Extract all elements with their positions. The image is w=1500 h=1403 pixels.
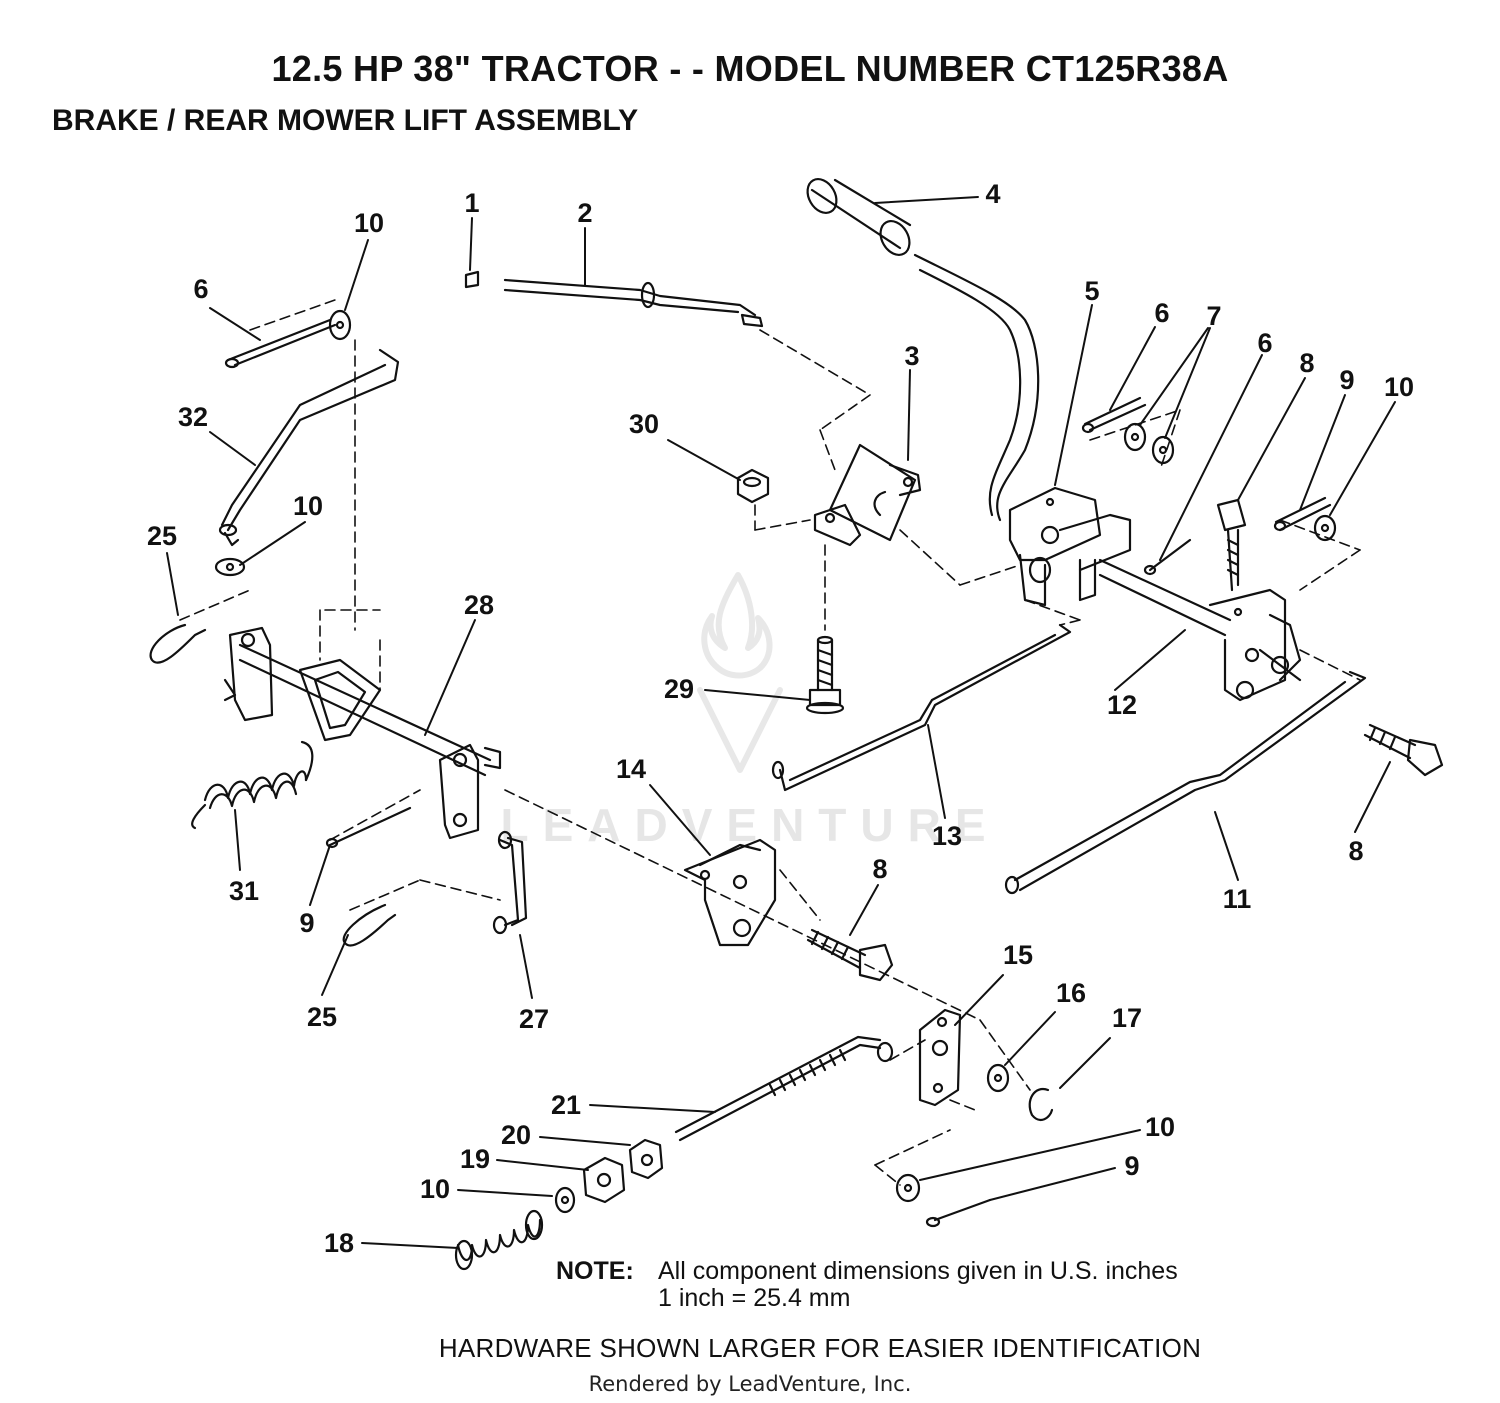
callout-9-b: 9 — [299, 908, 314, 938]
part-nut-20 — [628, 1138, 664, 1180]
part-bolt-8-right — [1363, 723, 1444, 777]
part-clip-17 — [1028, 1087, 1054, 1122]
callout-29: 29 — [664, 674, 694, 704]
callout-10-b: 10 — [293, 491, 323, 521]
part-plate-15 — [918, 1008, 962, 1107]
callout-5: 5 — [1084, 276, 1099, 306]
part-pin-9-left — [325, 806, 412, 849]
part-washer-10-top-left — [328, 309, 352, 341]
part-lift-shaft-28 — [223, 626, 502, 840]
part-washer-10-right — [1313, 514, 1337, 542]
callout-6-a: 6 — [193, 274, 208, 304]
callout-11: 11 — [1223, 884, 1252, 914]
part-rod-11 — [1004, 670, 1367, 895]
callout-15: 15 — [1003, 940, 1033, 970]
part-washers-7 — [1123, 422, 1175, 465]
part-rod-2 — [503, 278, 764, 328]
part-bracket-14 — [683, 838, 777, 947]
callout-20: 20 — [501, 1120, 531, 1150]
part-washer-10-left — [214, 557, 246, 577]
assembly-subtitle: BRAKE / REAR MOWER LIFT ASSEMBLY — [52, 104, 639, 137]
callout-4: 4 — [985, 179, 1000, 209]
part-rod-13 — [771, 623, 1072, 792]
callout-6-b: 6 — [1154, 298, 1169, 328]
callout-2: 2 — [577, 198, 592, 228]
callout-labels: 1 2 3 4 5 6 6 6 7 8 8 8 9 9 9 10 10 10 1… — [147, 179, 1414, 1258]
part-washer-16 — [986, 1063, 1010, 1093]
part-handle-grip — [806, 178, 912, 256]
callout-14: 14 — [616, 754, 646, 784]
callout-10-a: 10 — [354, 208, 384, 238]
callout-19: 19 — [460, 1144, 490, 1174]
part-clip-25-left — [149, 623, 207, 664]
callout-1: 1 — [464, 188, 479, 218]
part-spring-31 — [191, 740, 314, 830]
callout-18: 18 — [324, 1228, 354, 1258]
callout-7: 7 — [1206, 301, 1221, 331]
page-title: 12.5 HP 38" TRACTOR - - MODEL NUMBER CT1… — [271, 48, 1229, 89]
note-line-2: 1 inch = 25.4 mm — [658, 1284, 851, 1312]
callout-25-a: 25 — [147, 521, 177, 551]
part-link-27 — [492, 830, 528, 935]
part-threaded-rod-21 — [674, 1035, 894, 1142]
watermark-logo — [697, 572, 783, 773]
callout-9-c: 9 — [1124, 1151, 1139, 1181]
note-line-1: All component dimensions given in U.S. i… — [658, 1257, 1178, 1285]
callout-31: 31 — [229, 876, 259, 906]
part-pin-6-right — [1081, 396, 1147, 434]
callout-8-a: 8 — [1299, 348, 1314, 378]
callout-12: 12 — [1107, 690, 1137, 720]
part-nut-30 — [736, 468, 770, 504]
part-washer-10-lower — [554, 1186, 576, 1214]
part-pin-6-mid — [1143, 538, 1192, 576]
part-link-rod-32 — [218, 348, 400, 547]
callout-32: 32 — [178, 402, 208, 432]
callout-10-c: 10 — [1384, 372, 1414, 402]
callout-17: 17 — [1112, 1003, 1142, 1033]
callout-8-b: 8 — [872, 854, 887, 884]
part-cross-shaft — [1098, 558, 1302, 702]
callout-21: 21 — [551, 1090, 581, 1120]
callout-27: 27 — [519, 1004, 549, 1034]
callout-9-a: 9 — [1339, 365, 1354, 395]
callout-28: 28 — [464, 590, 494, 620]
callout-8-c: 8 — [1348, 836, 1363, 866]
part-spring-18 — [454, 1209, 544, 1271]
note-label: NOTE: — [556, 1257, 634, 1285]
hardware-note: HARDWARE SHOWN LARGER FOR EASIER IDENTIF… — [438, 1333, 1202, 1363]
part-bolt-8-upper — [1216, 498, 1247, 592]
part-bolt-8-center — [806, 928, 894, 982]
part-bolt-29 — [805, 635, 845, 715]
callout-10-e: 10 — [420, 1174, 450, 1204]
part-washer-10-bottom-right — [895, 1173, 921, 1203]
callout-10-d: 10 — [1145, 1112, 1175, 1142]
callout-16: 16 — [1056, 978, 1086, 1008]
part-pin-6-left — [224, 318, 337, 369]
callout-30: 30 — [629, 409, 659, 439]
callout-6-c: 6 — [1257, 328, 1272, 358]
callout-25-b: 25 — [307, 1002, 337, 1032]
part-brake-lever — [913, 253, 1132, 607]
part-nut-19 — [582, 1156, 626, 1204]
part-pin-9-bottom — [925, 1198, 992, 1228]
callout-3: 3 — [904, 341, 919, 371]
dashed-assembly-lines — [179, 299, 1361, 1186]
part-clip-25-lower — [342, 903, 397, 947]
callout-leaders — [166, 196, 1396, 1249]
callout-13: 13 — [932, 821, 962, 851]
dimensions-note: NOTE: All component dimensions given in U… — [556, 1258, 1178, 1312]
footer-credit: Rendered by LeadVenture, Inc. — [588, 1372, 912, 1396]
part-bracket-3 — [813, 443, 922, 547]
part-cap-1 — [464, 270, 480, 289]
watermark-text: LEADVENTURE — [500, 799, 1000, 851]
